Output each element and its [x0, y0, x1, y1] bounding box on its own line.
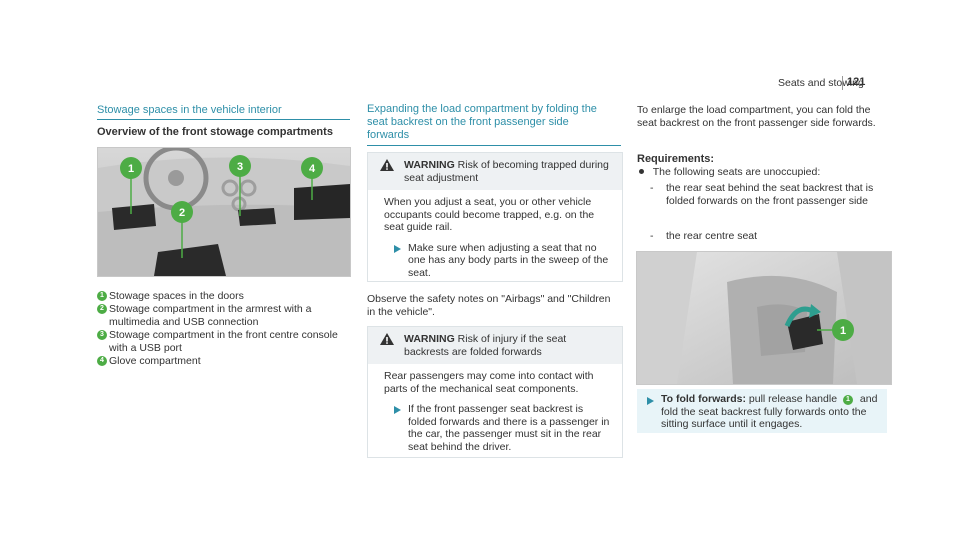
section-heading: Expanding the load compartment by foldin…: [367, 103, 597, 141]
callout-4: 4: [301, 157, 323, 179]
callout-number: 4: [97, 356, 107, 366]
warning-headline: Risk of becoming trapped during seat adj…: [404, 159, 609, 184]
svg-text:4: 4: [309, 163, 316, 175]
dash-marker: -: [650, 230, 654, 242]
dash-marker: -: [650, 182, 654, 194]
svg-text:2: 2: [179, 207, 185, 219]
warning-label: WARNING: [404, 333, 455, 345]
bullet-dot: [639, 169, 644, 174]
callout-2: 2: [171, 201, 193, 223]
seat-photo: 1: [636, 251, 892, 385]
callout-number: 1: [842, 395, 853, 405]
instruction-step: To fold forwards: pull release handle 1 …: [637, 389, 887, 433]
subsection-heading: Overview of the front stowage compartmen…: [97, 126, 333, 138]
callout-1: 1: [832, 319, 854, 341]
intro-text: To enlarge the load compartment, you can…: [637, 104, 876, 129]
page-number: 121: [847, 76, 866, 88]
arrow-icon: [647, 397, 654, 405]
sub-requirement: - the rear seat behind the seat backrest…: [650, 182, 874, 207]
list-item: 1 Stowage spaces in the doors: [97, 290, 347, 303]
arrow-icon: [394, 244, 401, 253]
requirement-item: The following seats are unoccupied:: [637, 166, 887, 179]
warning-header: WARNING Risk of injury if the seat backr…: [368, 327, 622, 364]
requirements-label: Requirements:: [637, 153, 715, 165]
instruction-step: Make sure when adjusting a seat that no …: [384, 242, 612, 280]
interior-illustration: 1 2 3 4: [98, 148, 350, 276]
seat-illustration: 1: [637, 252, 891, 384]
list-item: 3 Stowage compartment in the front centr…: [97, 329, 347, 354]
warning-box: WARNING Risk of becoming trapped during …: [367, 152, 623, 282]
warning-box: WARNING Risk of injury if the seat backr…: [367, 326, 623, 458]
callout-number: 3: [97, 330, 107, 340]
warning-header: WARNING Risk of becoming trapped during …: [368, 153, 622, 190]
svg-text:1: 1: [128, 163, 134, 175]
heading-rule: [367, 145, 621, 146]
header-rule: [842, 76, 843, 90]
heading-rule: [97, 119, 350, 120]
warning-body: Rear passengers may come into contact wi…: [368, 364, 622, 461]
callout-number: 2: [97, 304, 107, 314]
interior-photo: 1 2 3 4: [97, 147, 351, 277]
step-label: To fold forwards:: [661, 393, 746, 405]
svg-text:3: 3: [237, 161, 243, 173]
arrow-icon: [394, 406, 401, 414]
warning-icon: [380, 333, 394, 345]
list-item: 2 Stowage compartment in the armrest wit…: [97, 303, 347, 328]
warning-headline: Risk of injury if the seat backrests are…: [404, 333, 567, 358]
warning-icon: [380, 159, 394, 171]
safety-note: Observe the safety notes on "Airbags" an…: [367, 293, 611, 318]
svg-text:1: 1: [840, 325, 846, 337]
list-item: 4 Glove compartment: [97, 355, 347, 368]
callout-3: 3: [229, 155, 251, 177]
instruction-step: If the front passenger seat backrest is …: [384, 403, 612, 453]
warning-body: When you adjust a seat, you or other veh…: [368, 190, 622, 287]
section-heading: Stowage spaces in the vehicle interior: [97, 104, 282, 116]
warning-label: WARNING: [404, 159, 455, 171]
callout-number: 1: [97, 291, 107, 301]
sub-requirement: - the rear centre seat: [650, 230, 758, 242]
callout-1: 1: [120, 157, 142, 179]
